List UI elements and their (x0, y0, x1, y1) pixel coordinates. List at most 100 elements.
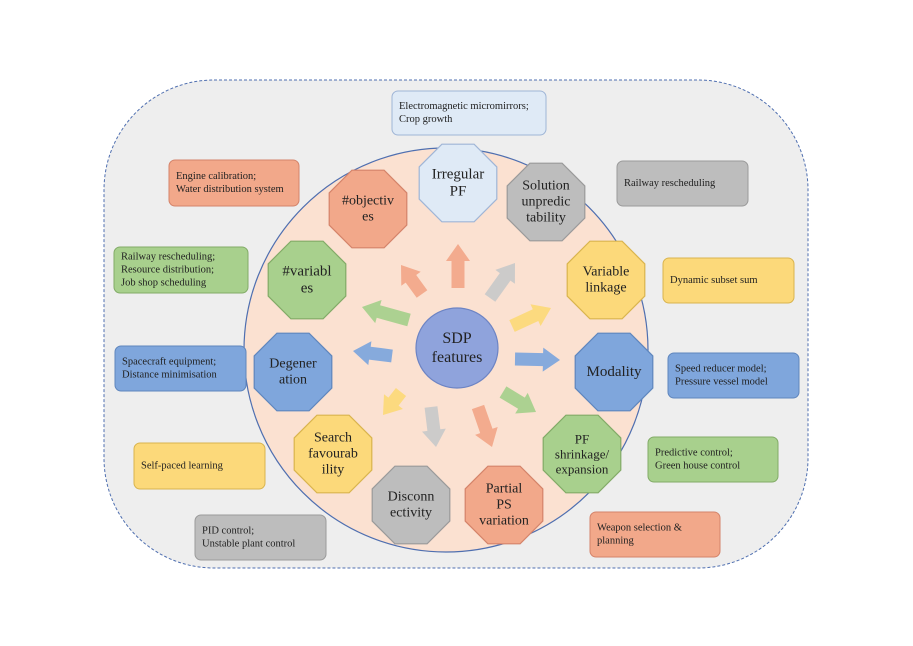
feature-label-line: Variable (583, 265, 630, 280)
feature-label-line: ility (322, 463, 345, 478)
application-label-line: Weapon selection & (597, 523, 682, 534)
application-label-line: Pressure vessel model (675, 377, 768, 388)
application-box (114, 345, 247, 392)
feature-label-line: Partial (486, 482, 523, 497)
application-box (194, 514, 327, 561)
feature-octagon (574, 332, 654, 412)
application-box (113, 246, 249, 294)
app-num-variables: Railway rescheduling;Resource distributi… (113, 246, 249, 294)
application-label-line: Dynamic subset sum (670, 275, 758, 286)
feature-label-line: #objectiv (342, 194, 394, 209)
application-label-line: Spacecraft equipment; (122, 357, 216, 368)
feature-octagon (371, 465, 451, 545)
application-label-line: Engine calibration; (176, 171, 256, 182)
arrow-to-num-variables (362, 300, 411, 327)
feature-modality: Modality (574, 332, 654, 412)
center-label-line: features (432, 349, 483, 366)
application-label-line: Unstable plant control (202, 539, 295, 550)
feature-label-line: unpredic (522, 195, 571, 210)
app-variable-linkage: Dynamic subset sum (662, 257, 795, 304)
arrow-to-variable-linkage (509, 304, 551, 332)
arrow-ring (353, 244, 560, 447)
app-modality: Speed reducer model; Pressure vessel mode… (667, 352, 800, 399)
feature-octagon (566, 240, 646, 320)
arrow-to-partial-ps-variation (471, 404, 498, 447)
application-label-line: Self-paced learning (141, 461, 224, 472)
feature-label-line: Degener (269, 357, 317, 372)
arrow-to-irregular-pf (446, 244, 470, 288)
app-search-favour: Self-paced learning (133, 442, 266, 490)
application-box (647, 436, 779, 483)
application-label-line: Green house control (655, 461, 740, 472)
feature-label-line: Irregular (432, 167, 484, 183)
arrow-to-modality (514, 347, 560, 372)
feature-label-line: variation (479, 514, 529, 529)
feature-label-line: PF (450, 184, 467, 200)
application-label-line: Railway rescheduling; (121, 252, 215, 263)
application-label-line: Electromagnetic micromirrors; (399, 101, 529, 112)
application-box (589, 511, 721, 558)
application-box (168, 159, 300, 207)
feature-octagon (253, 332, 333, 412)
feature-octagon (293, 414, 373, 494)
app-degeneration: Spacecraft equipment; Distance minimisati… (114, 345, 247, 392)
arrow-to-disconnectivity (422, 406, 446, 447)
application-label-line: Water distribution system (176, 184, 284, 195)
center-label-line: SDP (442, 330, 471, 347)
feature-label-line: es (362, 210, 374, 225)
application-box (667, 352, 800, 399)
arrow-to-pf-shrinkage-expansion (499, 386, 536, 414)
application-label-line: Predictive control; (655, 448, 733, 459)
feature-label-line: PS (496, 498, 512, 513)
feature-label-line: ation (279, 373, 307, 388)
application-label-line: planning (597, 536, 634, 547)
application-label-line: PID control; (202, 526, 254, 537)
app-irregular-pf: Electromagnetic micromirrors; Crop growth (391, 90, 547, 136)
app-solution-unpred: Railway rescheduling (616, 160, 749, 207)
application-box (391, 90, 547, 136)
feature-label-line: PF (575, 432, 589, 447)
feature-octagon (418, 143, 498, 223)
feature-label-line: Disconn (388, 490, 435, 505)
arrow-to-search-favourability (383, 388, 407, 415)
application-box (616, 160, 749, 207)
application-label-line: Distance minimisation (122, 370, 218, 381)
feature-label-line: Solution (522, 179, 569, 194)
application-label-line: Railway rescheduling (624, 178, 716, 189)
feature-label-line: shrinkage/ (555, 447, 610, 462)
app-num-objectives: Engine calibration; Water distribution s… (168, 159, 300, 207)
application-label-line: Job shop scheduling (121, 278, 207, 289)
arrow-to-num-objectives (401, 265, 428, 298)
feature-octagon (464, 465, 544, 545)
center-circle (415, 307, 499, 389)
application-box (133, 442, 266, 490)
application-box (662, 257, 795, 304)
app-partial-ps: Weapon selection & planning (589, 511, 721, 558)
feature-label-line: ectivity (390, 506, 432, 521)
application-label-line: Crop growth (399, 114, 453, 125)
arrow-to-degeneration (353, 341, 393, 366)
application-label-line: Speed reducer model; (675, 364, 767, 375)
feature-label-line: Modality (587, 364, 642, 380)
feature-label-line: es (301, 281, 314, 297)
feature-label-line: expansion (556, 462, 609, 477)
feature-octagon (328, 169, 408, 249)
feature-label-line: tability (526, 211, 566, 226)
app-pf-shrinkage: Predictive control; Green house control (647, 436, 779, 483)
application-boxes: Electromagnetic micromirrors; Crop growth… (113, 90, 800, 561)
feature-label-line: linkage (585, 281, 626, 296)
feature-octagon (506, 162, 586, 242)
app-disconnectivity: PID control; Unstable plant control (194, 514, 327, 561)
center-node: SDP features (415, 307, 499, 389)
feature-octagon (267, 240, 347, 320)
